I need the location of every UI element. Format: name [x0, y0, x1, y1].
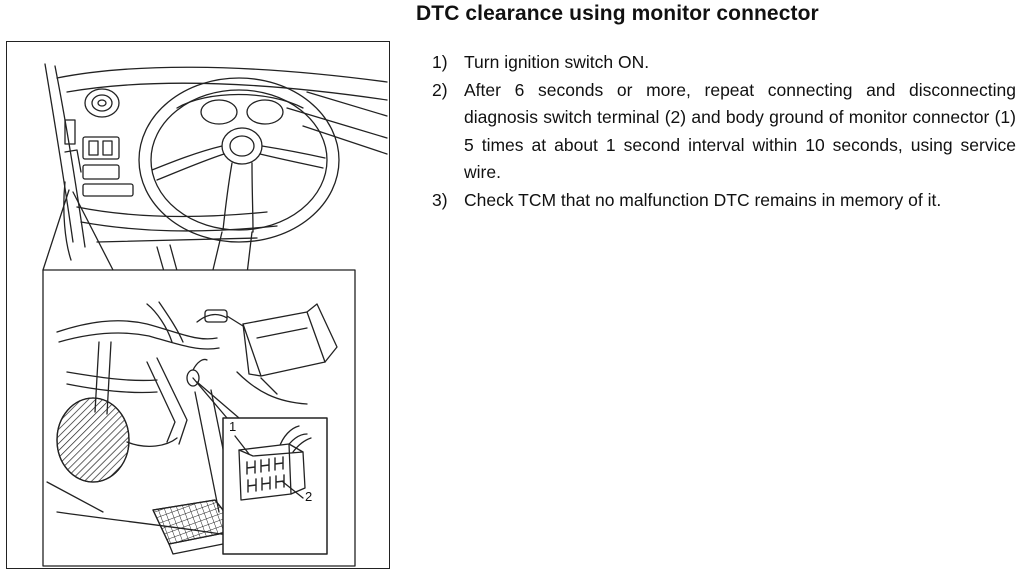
dashboard-view — [44, 63, 388, 283]
step-2: 2) After 6 seconds or more, repeat conne… — [432, 77, 1016, 187]
step-1: 1) Turn ignition switch ON. — [432, 49, 1016, 77]
step-number: 3) — [432, 189, 448, 210]
monitor-connector-inset — [222, 417, 328, 555]
callout-diagnosis-terminal-2: 2 — [305, 489, 313, 504]
step-text: After 6 seconds or more, repeat connecti… — [464, 79, 1016, 183]
callout-monitor-connector-1: 1 — [229, 419, 237, 434]
section-title: DTC clearance using monitor connector — [416, 2, 819, 25]
step-number: 2) — [432, 79, 448, 100]
step-number: 1) — [432, 52, 448, 72]
illustration-frame: 1 2 — [6, 41, 390, 569]
procedure-steps: 1) Turn ignition switch ON. 2) After 6 s… — [432, 49, 1016, 214]
step-text: Check TCM that no malfunction DTC remain… — [464, 189, 942, 210]
dashboard-illustration — [42, 63, 388, 567]
step-text: Turn ignition switch ON. — [464, 52, 650, 72]
step-3: 3) Check TCM that no malfunction DTC rem… — [432, 187, 1016, 215]
